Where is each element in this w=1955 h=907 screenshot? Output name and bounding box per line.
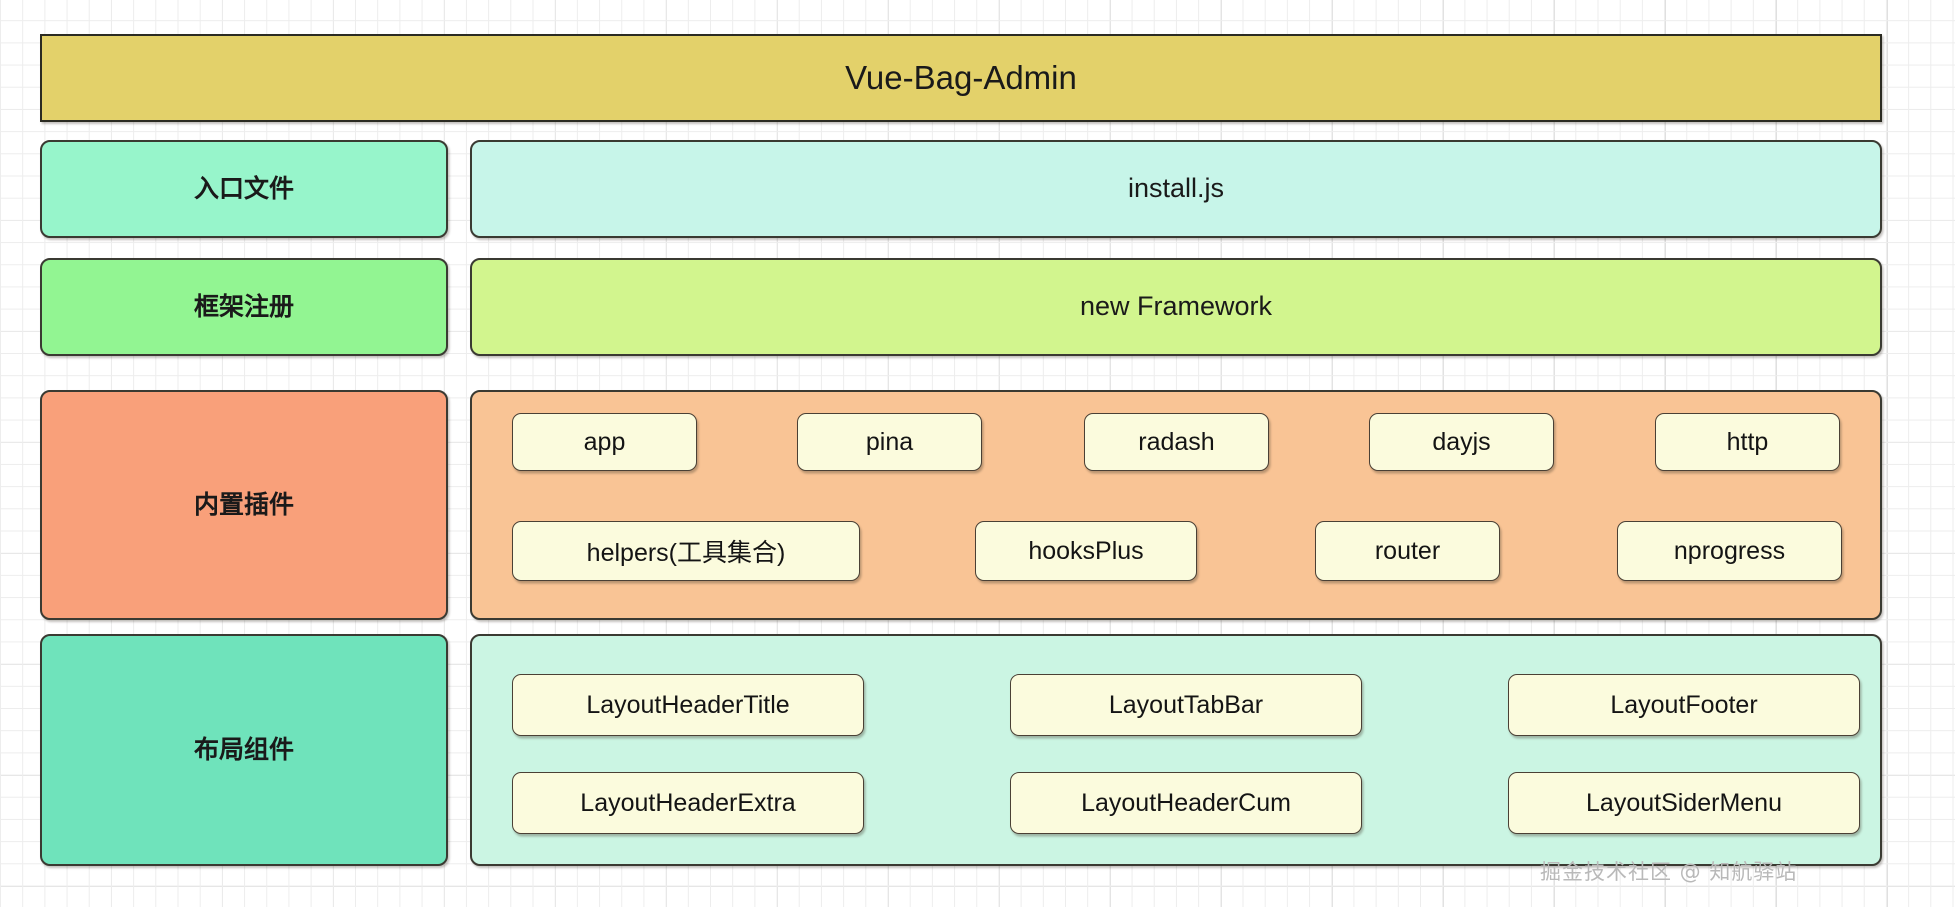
layout-chip-footer[interactable]: LayoutFooter (1508, 674, 1860, 736)
plugin-chip-http-label: http (1726, 427, 1769, 456)
plugin-chip-app[interactable]: app (512, 413, 697, 471)
plugin-chip-helpers-label: helpers(工具集合) (586, 539, 786, 567)
plugin-chip-dayjs-label: dayjs (1432, 427, 1491, 456)
plugin-chip-nprogress[interactable]: nprogress (1617, 521, 1842, 581)
layout-chip-header-extra[interactable]: LayoutHeaderExtra (512, 772, 864, 834)
plugin-chip-nprogress-label: nprogress (1673, 536, 1786, 565)
layout-chip-sider-menu-label: LayoutSiderMenu (1586, 788, 1782, 817)
watermark: 掘金技术社区 @ 知航驿站 (1540, 860, 1798, 884)
diagram-title-bar: Vue-Bag-Admin (40, 34, 1882, 122)
row-content-framework: new Framework (470, 258, 1882, 356)
diagram-title: Vue-Bag-Admin (845, 59, 1077, 97)
layout-chip-footer-label: LayoutFooter (1610, 690, 1758, 719)
plugin-chip-hooksplus[interactable]: hooksPlus (975, 521, 1197, 581)
row-content-entry: install.js (470, 140, 1882, 238)
plugin-chip-pina[interactable]: pina (797, 413, 982, 471)
plugin-chip-dayjs[interactable]: dayjs (1369, 413, 1554, 471)
row-label-entry: 入口文件 (40, 140, 448, 238)
row-label-layout-text: 布局组件 (193, 735, 294, 764)
layout-chip-header-cum-label: LayoutHeaderCum (1081, 788, 1291, 817)
plugin-chip-router[interactable]: router (1315, 521, 1500, 581)
row-label-entry-text: 入口文件 (193, 174, 294, 203)
row-label-layout: 布局组件 (40, 634, 448, 866)
plugin-chip-radash[interactable]: radash (1084, 413, 1269, 471)
layout-chip-header-title-label: LayoutHeaderTitle (586, 690, 790, 719)
plugin-chip-hooksplus-label: hooksPlus (1028, 536, 1144, 565)
plugin-chip-router-label: router (1374, 536, 1441, 565)
plugin-chip-pina-label: pina (865, 427, 914, 456)
layout-chip-header-cum[interactable]: LayoutHeaderCum (1010, 772, 1362, 834)
framework-register-label: new Framework (1079, 291, 1273, 322)
plugin-chip-helpers[interactable]: helpers(工具集合) (512, 521, 860, 581)
row-label-framework-text: 框架注册 (193, 292, 294, 321)
layout-chip-header-extra-label: LayoutHeaderExtra (580, 788, 796, 817)
row-label-plugins: 内置插件 (40, 390, 448, 620)
plugin-chip-app-label: app (583, 427, 626, 456)
layout-chip-sider-menu[interactable]: LayoutSiderMenu (1508, 772, 1860, 834)
plugin-chip-radash-label: radash (1138, 427, 1215, 456)
layout-chip-tabbar-label: LayoutTabBar (1108, 690, 1264, 719)
row-label-plugins-text: 内置插件 (193, 490, 294, 519)
row-label-framework: 框架注册 (40, 258, 448, 356)
entry-file-label: install.js (1127, 173, 1225, 204)
plugin-chip-http[interactable]: http (1655, 413, 1840, 471)
layout-chip-tabbar[interactable]: LayoutTabBar (1010, 674, 1362, 736)
layout-chip-header-title[interactable]: LayoutHeaderTitle (512, 674, 864, 736)
